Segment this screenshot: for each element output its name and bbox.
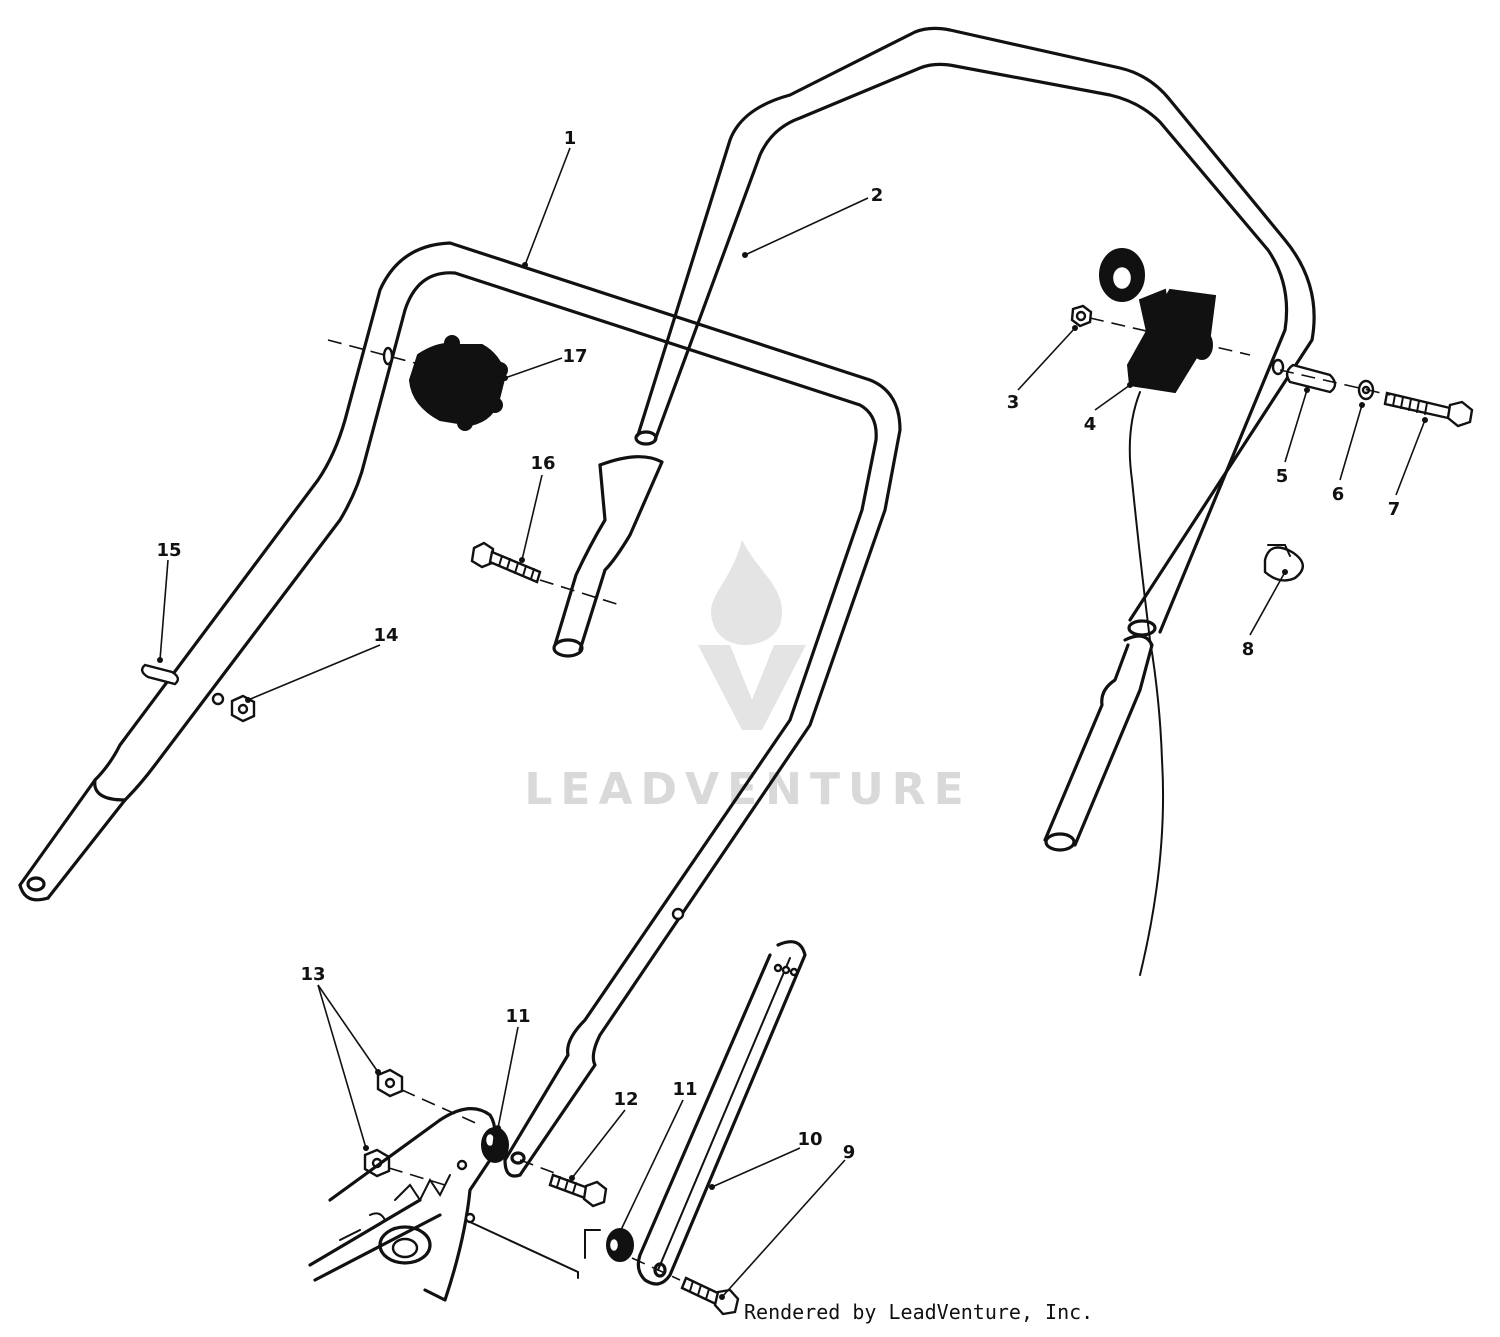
- upper-handle: [552, 26, 1316, 852]
- callout-4: 4: [1084, 414, 1097, 435]
- bolt-16: [470, 541, 542, 584]
- callout-17: 17: [562, 346, 587, 367]
- callout-15: 15: [156, 540, 181, 561]
- callout-6: 6: [1332, 484, 1345, 505]
- footer-credit: Rendered by LeadVenture, Inc.: [744, 1300, 1094, 1324]
- watermark: LEADVENTURE: [524, 540, 971, 815]
- washer-6: [1357, 379, 1375, 401]
- lower-handle: [18, 241, 902, 1178]
- bolt-9: [680, 1276, 740, 1316]
- callout-13: 13: [300, 964, 325, 985]
- control-cable: [1128, 391, 1165, 976]
- cable-clip-8: [1263, 544, 1304, 582]
- callout-11-upper: 11: [505, 1006, 530, 1027]
- watermark-text: LEADVENTURE: [524, 764, 971, 815]
- nut-13-upper: [376, 1068, 404, 1098]
- callout-10: 10: [797, 1129, 822, 1150]
- callout-16: 16: [530, 453, 555, 474]
- callout-7: 7: [1388, 499, 1401, 520]
- callout-11-lower: 11: [672, 1079, 697, 1100]
- handle-knob-17: [382, 335, 508, 431]
- watermark-flame-icon: [711, 540, 782, 645]
- bolt-12: [548, 1173, 608, 1208]
- nut-3: [1070, 304, 1093, 328]
- watermark-v-icon: [698, 645, 806, 730]
- bolt-7: [1383, 391, 1474, 428]
- callout-5: 5: [1276, 466, 1289, 487]
- callout-14: 14: [373, 625, 398, 646]
- callout-9: 9: [843, 1142, 856, 1163]
- engine-control: [1099, 248, 1217, 394]
- alignment-lines: [327, 317, 1391, 1281]
- callout-2: 2: [871, 185, 884, 206]
- pin-15: [140, 663, 180, 686]
- callout-labels: 1 2 3 4 5 6 7 8 9 10 11 11 12 13 14 15 1…: [156, 128, 1400, 1163]
- bracket-arm: [636, 940, 807, 1286]
- callout-12: 12: [613, 1089, 638, 1110]
- leader-lines: [157, 147, 1428, 1300]
- callout-3: 3: [1007, 392, 1020, 413]
- deck-bracket: [308, 1107, 497, 1302]
- callout-1: 1: [564, 128, 577, 149]
- callout-8: 8: [1242, 639, 1255, 660]
